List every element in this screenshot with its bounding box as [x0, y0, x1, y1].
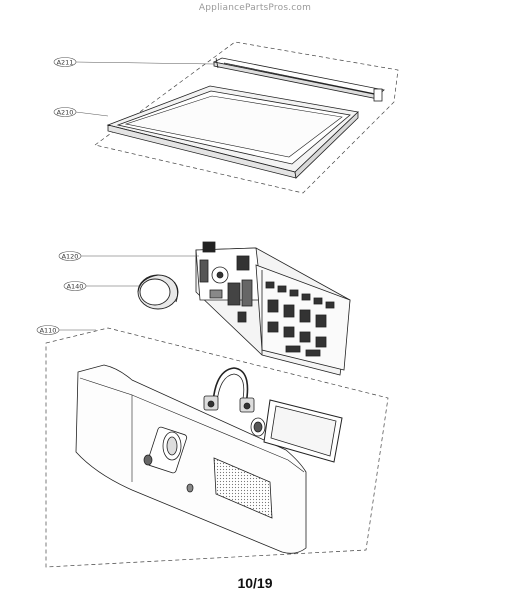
callout-a140-label: A140	[67, 282, 84, 290]
watermark-text: AppliancePartsPros.com	[198, 3, 312, 13]
callout-a120: A120	[58, 251, 82, 261]
control-panel-boundary	[45, 327, 389, 568]
display-lens	[263, 399, 343, 463]
callout-a211-label: A211	[57, 58, 74, 66]
callout-a210-label: A210	[57, 108, 74, 116]
hinge-rail	[212, 57, 385, 102]
control-knob	[137, 274, 179, 310]
callout-a110-label: A110	[40, 326, 57, 334]
callout-a210: A210	[53, 107, 77, 117]
control-panel-body	[75, 364, 307, 554]
control-board	[195, 241, 351, 376]
wire-bracket	[203, 367, 255, 413]
page-number: 10/19	[237, 575, 273, 591]
callout-a211: A211	[53, 57, 77, 67]
control-panel-assembly	[45, 327, 389, 568]
lid-assembly	[94, 41, 399, 194]
lid-frame	[106, 85, 359, 179]
lid-assembly-boundary	[94, 41, 399, 194]
grommet	[250, 417, 266, 437]
callout-a140: A140	[63, 281, 87, 291]
callout-a120-label: A120	[62, 252, 79, 260]
callout-a110: A110	[36, 325, 60, 335]
